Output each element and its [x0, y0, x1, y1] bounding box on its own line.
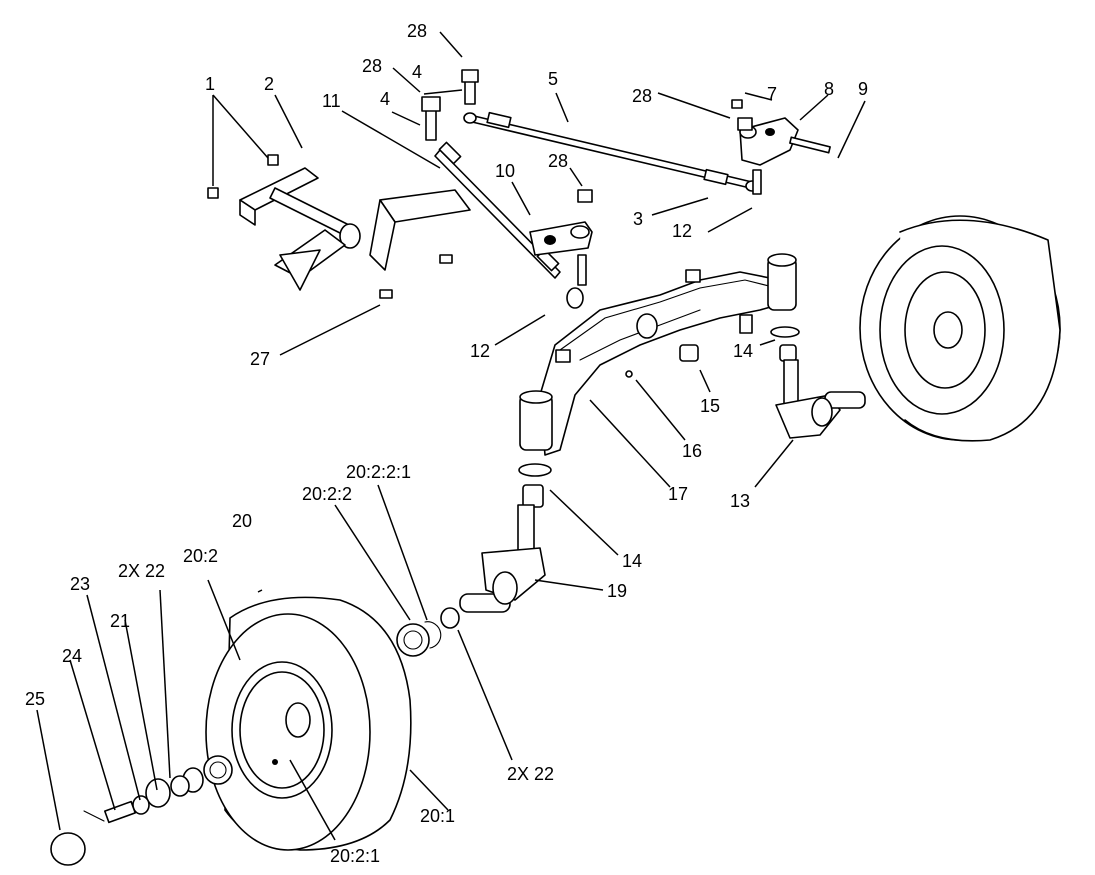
callout-20-2-1: 20:2:1	[330, 846, 380, 866]
callout-4: 4	[412, 62, 422, 82]
callout-14: 14	[622, 551, 642, 571]
callout-10: 10	[495, 161, 515, 181]
callout-11: 11	[322, 91, 341, 111]
callout-20-2: 20:2	[183, 546, 218, 566]
callout-21: 21	[110, 611, 130, 631]
callout-1: 1	[205, 74, 215, 94]
callout-13: 13	[730, 491, 750, 511]
callout-15: 15	[700, 396, 720, 416]
callout-24: 24	[62, 646, 82, 666]
steering-arm-10	[529, 221, 593, 256]
callout-20-2-2: 20:2:2	[302, 484, 352, 504]
left-spindle	[459, 463, 552, 613]
right-wheel	[859, 215, 1061, 442]
wheel-hardware	[50, 607, 460, 866]
callout-labels: 1 2 3 4 4 5 7 8 9 10 11 12 12 13 14 14 1…	[25, 21, 868, 866]
callout-8: 8	[824, 79, 834, 99]
callout-3: 3	[633, 209, 643, 229]
callout-9: 9	[858, 79, 868, 99]
callout-2: 2	[264, 74, 274, 94]
callout-14: 14	[733, 341, 753, 361]
callout-28: 28	[548, 151, 568, 171]
callout-20-1: 20:1	[420, 806, 455, 826]
callout-2x-22: 2X 22	[118, 561, 165, 581]
callout-12: 12	[470, 341, 490, 361]
callout-20-2-2-1: 20:2:2:1	[346, 462, 411, 482]
callout-4: 4	[380, 89, 390, 109]
callout-28: 28	[407, 21, 427, 41]
callout-5: 5	[548, 69, 558, 89]
callout-16: 16	[682, 441, 702, 461]
ball-joints	[421, 69, 762, 309]
grease-fitting-16	[625, 370, 633, 378]
callout-25: 25	[25, 689, 45, 709]
callout-2x-22: 2X 22	[507, 764, 554, 784]
pedal-bracket	[207, 154, 471, 299]
tie-rods	[434, 111, 759, 279]
right-spindle	[770, 326, 866, 439]
callout-28: 28	[362, 56, 382, 76]
callout-23: 23	[70, 574, 90, 594]
left-wheel	[205, 596, 412, 851]
callout-17: 17	[668, 484, 688, 504]
steering-arm-8	[731, 99, 831, 166]
callout-12: 12	[672, 221, 692, 241]
nut-15	[679, 344, 699, 362]
callout-28: 28	[632, 86, 652, 106]
leader-lines	[36, 31, 866, 841]
callout-19: 19	[607, 581, 627, 601]
axle-beam	[519, 253, 797, 456]
callout-7: 7	[767, 84, 777, 104]
callout-20: 20	[232, 511, 252, 531]
callout-27: 27	[250, 349, 270, 369]
